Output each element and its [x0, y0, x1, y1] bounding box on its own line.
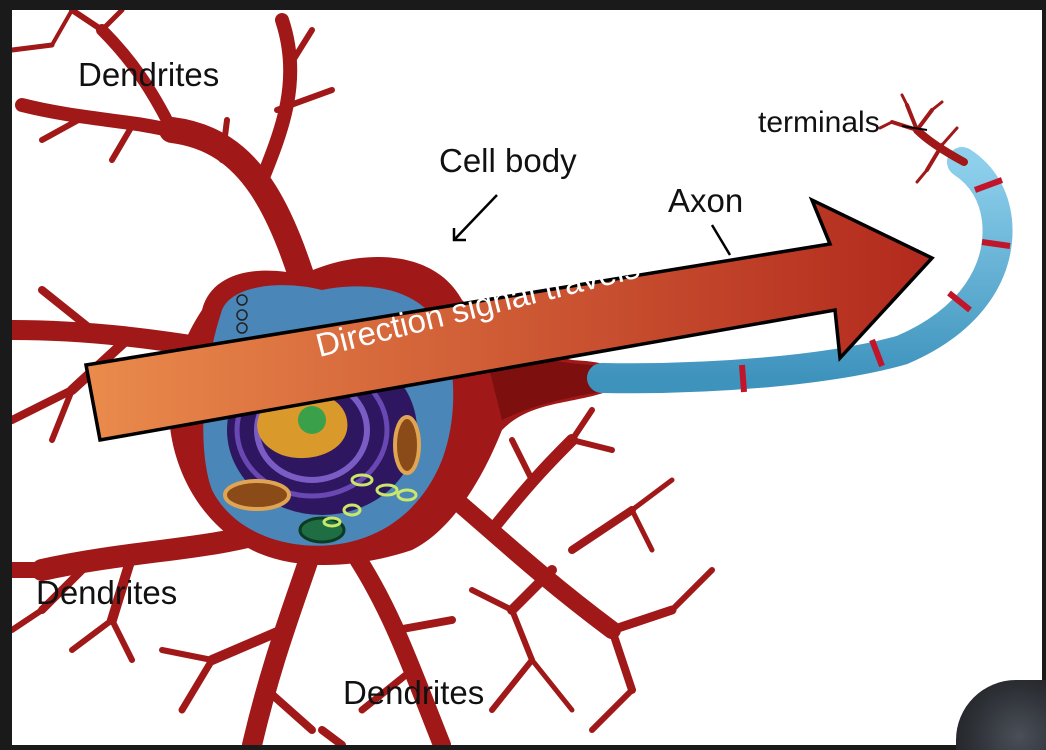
label-dendrites-left: Dendrites [36, 574, 178, 611]
label-axon: Axon [668, 182, 744, 219]
label-terminals: terminals [758, 106, 880, 139]
axon-pointer [710, 224, 732, 256]
axon-terminals [878, 93, 968, 184]
label-cell-body: Cell body [439, 142, 577, 179]
nodes-of-ranvier [739, 177, 1011, 393]
neuron-diagram [12, 10, 1013, 745]
label-dendrites-bottom: Dendrites [343, 674, 485, 711]
axon [587, 147, 1013, 394]
direction-arrow-body [83, 196, 935, 443]
label-dendrites-top: Dendrites [78, 56, 220, 93]
neuron-slide: Dendrites Cell body Axon terminals Dendr… [12, 10, 1042, 745]
terminals-pointer [901, 125, 928, 131]
next-slide-icon[interactable] [1034, 250, 1042, 310]
cell-body-pointer [453, 194, 498, 241]
